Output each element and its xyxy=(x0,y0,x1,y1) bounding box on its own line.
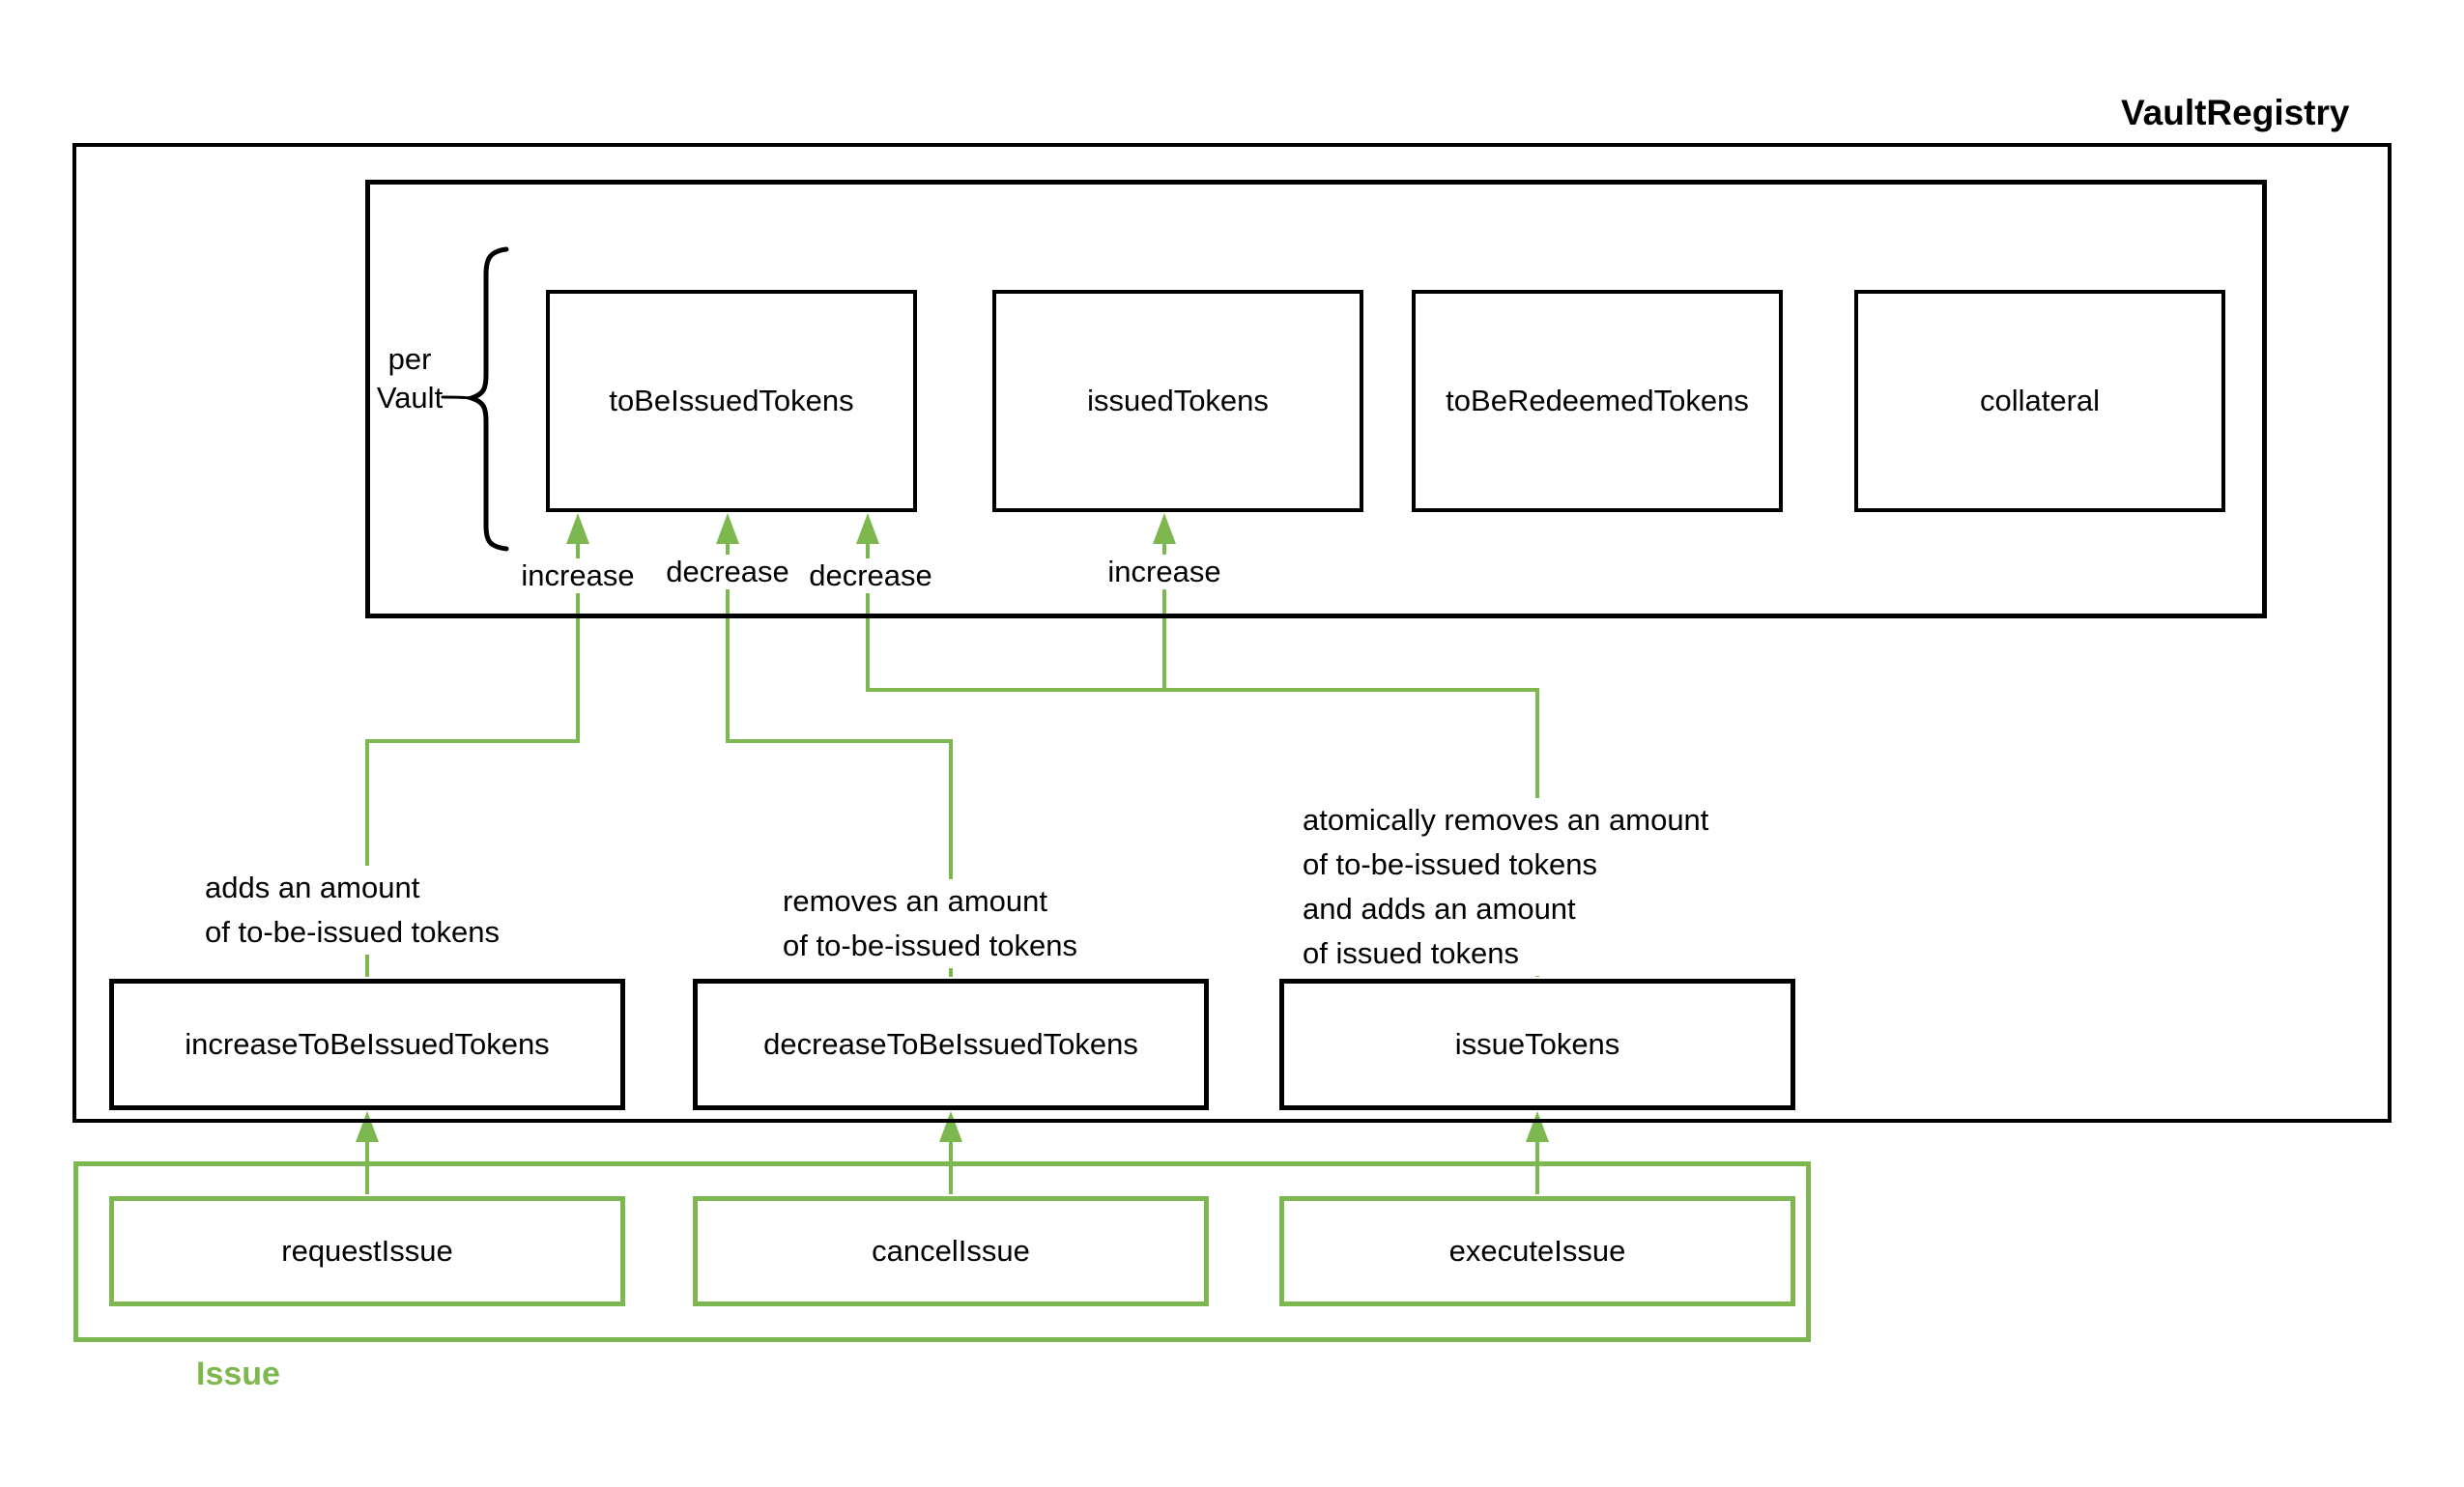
brace-pointer-line xyxy=(441,395,473,400)
state-box-toberedeemedtokens: toBeRedeemedTokens xyxy=(1412,290,1783,512)
per-vault-label: per Vault xyxy=(377,340,443,417)
green-connectors xyxy=(365,527,1539,1194)
issue-module-frame xyxy=(73,1161,1811,1342)
arrowhead-increase1 xyxy=(566,513,589,544)
arrowhead-executeissue xyxy=(1526,1111,1549,1142)
arrowhead-requestissue xyxy=(356,1111,379,1142)
issue-box-label: requestIssue xyxy=(281,1234,453,1268)
arrowhead-cancelissue xyxy=(939,1111,962,1142)
state-box-label: issuedTokens xyxy=(1087,384,1269,417)
edge-label-decrease-1: decrease xyxy=(662,555,793,589)
issue-box-cancelissue: cancelIssue xyxy=(693,1196,1209,1306)
connector-decrease-tobeissued xyxy=(726,527,953,977)
per-vault-line2: Vault xyxy=(376,381,444,415)
per-vault-brace xyxy=(441,246,509,552)
function-box-increasetobeissuedtokens: increaseToBeIssuedTokens xyxy=(109,979,625,1110)
issue-box-label: executeIssue xyxy=(1448,1234,1626,1268)
function-box-decreasetobeissuedtokens: decreaseToBeIssuedTokens xyxy=(693,979,1209,1110)
annotation-atomically-removes: atomically removes an amount of to-be-is… xyxy=(1303,798,1715,976)
annotation-adds-amount: adds an amount of to-be-issued tokens xyxy=(205,866,506,955)
edge-label-decrease-2: decrease xyxy=(805,558,936,593)
state-box-collateral: collateral xyxy=(1854,290,2225,512)
state-box-label: collateral xyxy=(1979,384,2101,417)
state-box-issuedtokens: issuedTokens xyxy=(992,290,1363,512)
issue-box-executeissue: executeIssue xyxy=(1279,1196,1795,1306)
connector-increase-tobeissued xyxy=(365,527,580,977)
arrowhead-decrease2 xyxy=(856,513,879,544)
issue-box-label: cancelIssue xyxy=(872,1234,1030,1268)
arrowhead-decrease1 xyxy=(716,513,739,544)
function-box-label: decreaseToBeIssuedTokens xyxy=(763,1027,1138,1061)
arrowhead-increase2 xyxy=(1153,513,1176,544)
state-box-label: toBeIssuedTokens xyxy=(609,384,854,417)
state-box-label: toBeRedeemedTokens xyxy=(1446,384,1749,417)
issue-module-title: Issue xyxy=(196,1356,280,1392)
function-box-label: issueTokens xyxy=(1454,1027,1620,1061)
edge-label-increase-2: increase xyxy=(1103,555,1225,589)
annotation-removes-amount: removes an amount of to-be-issued tokens xyxy=(783,879,1084,968)
vault-registry-frame xyxy=(72,143,2392,1123)
issue-box-requestissue: requestIssue xyxy=(109,1196,625,1306)
edge-label-increase-1: increase xyxy=(517,558,639,593)
diagram-title: VaultRegistry xyxy=(2121,93,2350,132)
function-box-label: increaseToBeIssuedTokens xyxy=(185,1027,550,1061)
arrowheads xyxy=(356,513,1549,1142)
per-vault-state-frame xyxy=(365,180,2267,618)
function-box-issuetokens: issueTokens xyxy=(1279,979,1795,1110)
state-box-tobeissuedtokens: toBeIssuedTokens xyxy=(546,290,917,512)
per-vault-line1: per xyxy=(387,342,432,376)
